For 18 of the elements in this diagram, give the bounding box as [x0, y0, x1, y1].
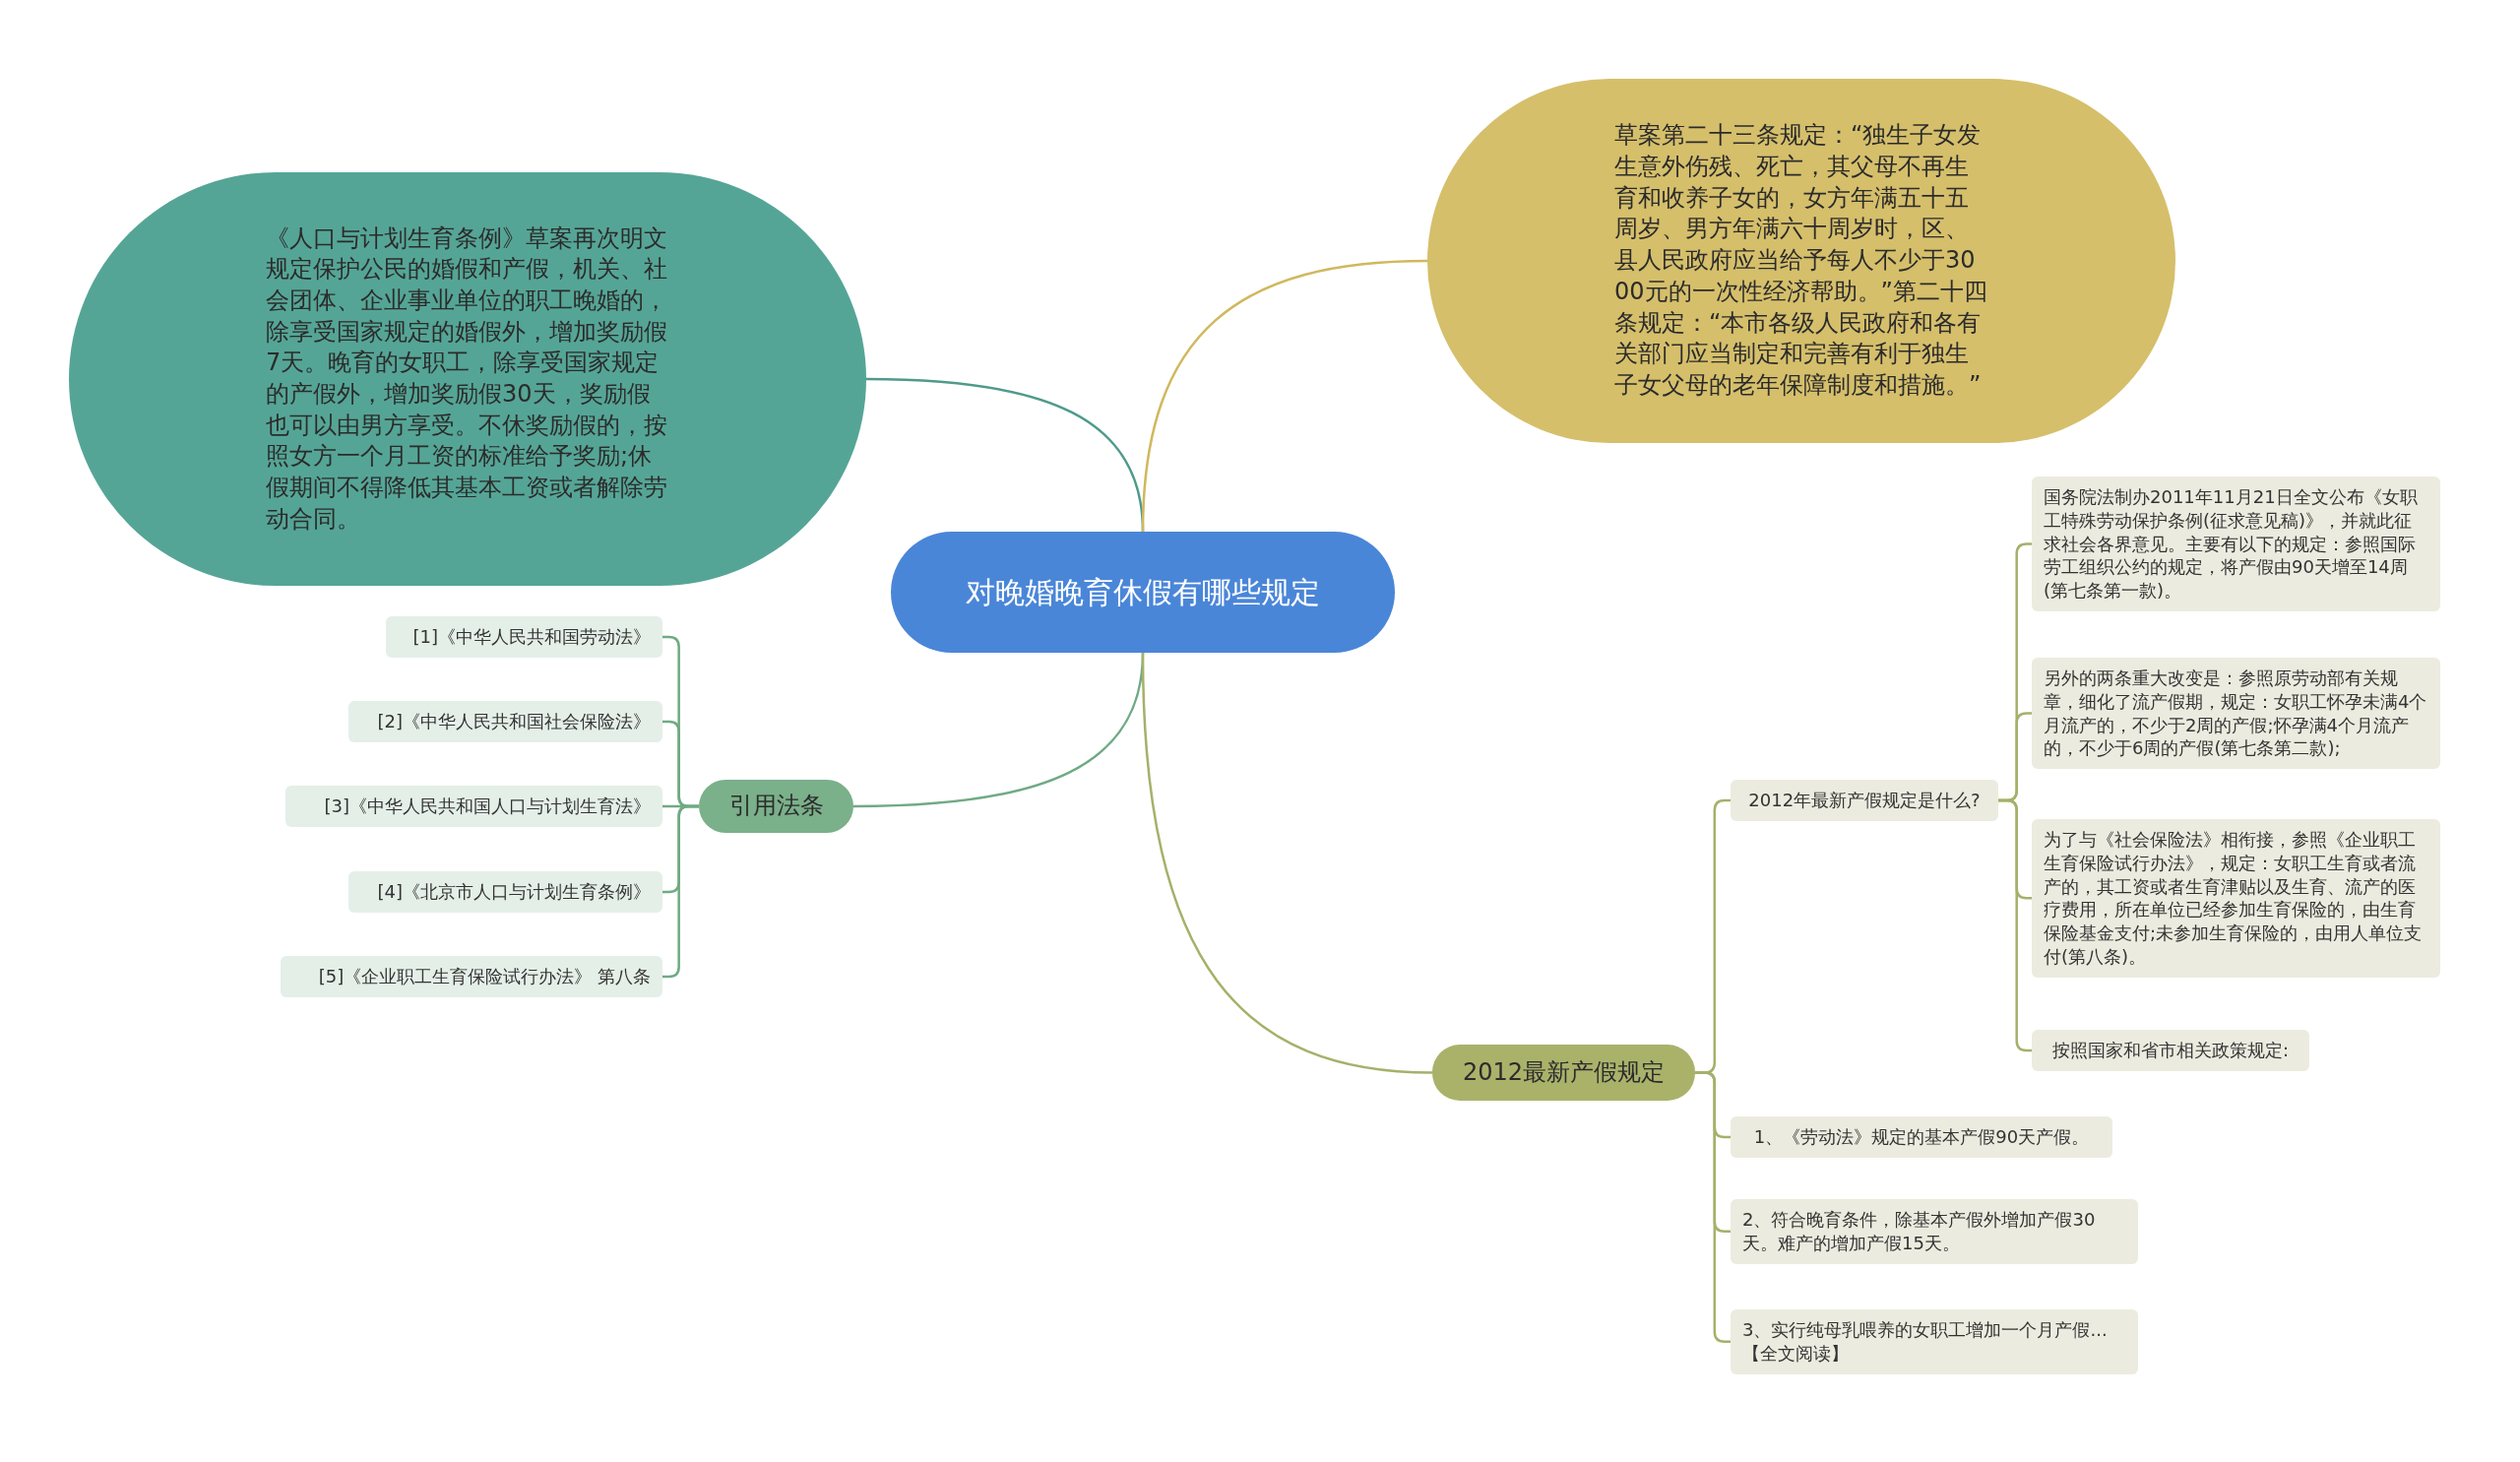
subtopic-card: 2、符合晚育条件，除基本产假外增加产假30天。难产的增加产假15天。 [1731, 1199, 2138, 1264]
subtopic-card: 国务院法制办2011年11月21日全文公布《女职工特殊劳动保护条例(征求意见稿)》，并就此征求社会各界意见。主要有以下的规定：参照国际劳工组织公约的规定，将产假由90天增至14周(第七条第一款)。 [2032, 477, 2440, 611]
subtopic-card: 1、《劳动法》规定的基本产假90天产假。 [1731, 1116, 2112, 1158]
note-bubble: 《人口与计划生育条例》草案再次明文规定保护公民的婚假和产假，机关、社会团体、企业事业单位的职工晚婚的，除享受国家规定的婚假外，增加奖励假7天。晚育的女职工，除享受国家规定的产假外，增加奖励假30天，奖励假也可以由男方享受。不休奖励假的，按照女方一个月工资的标准给予奖励;休假期间不得降低其基本工资或者解除劳动合同。 [69, 172, 866, 586]
note-bubble: 草案第二十三条规定：“独生子女发生意外伤残、死亡，其父母不再生育和收养子女的，女方年满五十五周岁、男方年满六十周岁时，区、县人民政府应当给予每人不少于3000元的一次性经济帮助。”第二十四条规定：“本市各级人民政府和各有关部门应当制定和完善有利于独生子女父母的老年保障制度和措施。” [1427, 79, 2175, 443]
branch-topic: 2012最新产假规定 [1432, 1045, 1695, 1101]
subtopic-card: 按照国家和省市相关政策规定: [2032, 1030, 2309, 1071]
subtopic-card: [1]《中华人民共和国劳动法》 [386, 616, 662, 658]
subtopic-card: [4]《北京市人口与计划生育条例》 [348, 871, 662, 913]
subtopic-card: 2012年最新产假规定是什么? [1731, 780, 1998, 821]
subtopic-card: [3]《中华人民共和国人口与计划生育法》 [285, 786, 662, 827]
subtopic-card: [5]《企业职工生育保险试行办法》 第八条 [281, 956, 662, 997]
branch-topic: 引用法条 [699, 780, 853, 833]
central-topic-bubble: 对晚婚晚育休假有哪些规定 [891, 532, 1395, 653]
subtopic-card: 另外的两条重大改变是：参照原劳动部有关规章，细化了流产假期，规定：女职工怀孕未满4个月流产的，不少于2周的产假;怀孕满4个月流产的，不少于6周的产假(第七条第二款); [2032, 658, 2440, 769]
subtopic-card: 为了与《社会保险法》相衔接，参照《企业职工生育保险试行办法》，规定：女职工生育或者流产的，其工资或者生育津贴以及生育、流产的医疗费用，所在单位已经参加生育保险的，由生育保险基金支付;未参加生育保险的，由用人单位支付(第八条)。 [2032, 819, 2440, 978]
subtopic-card: [2]《中华人民共和国社会保险法》 [348, 701, 662, 742]
subtopic-card: 3、实行纯母乳喂养的女职工增加一个月产假...【全文阅读】 [1731, 1309, 2138, 1374]
